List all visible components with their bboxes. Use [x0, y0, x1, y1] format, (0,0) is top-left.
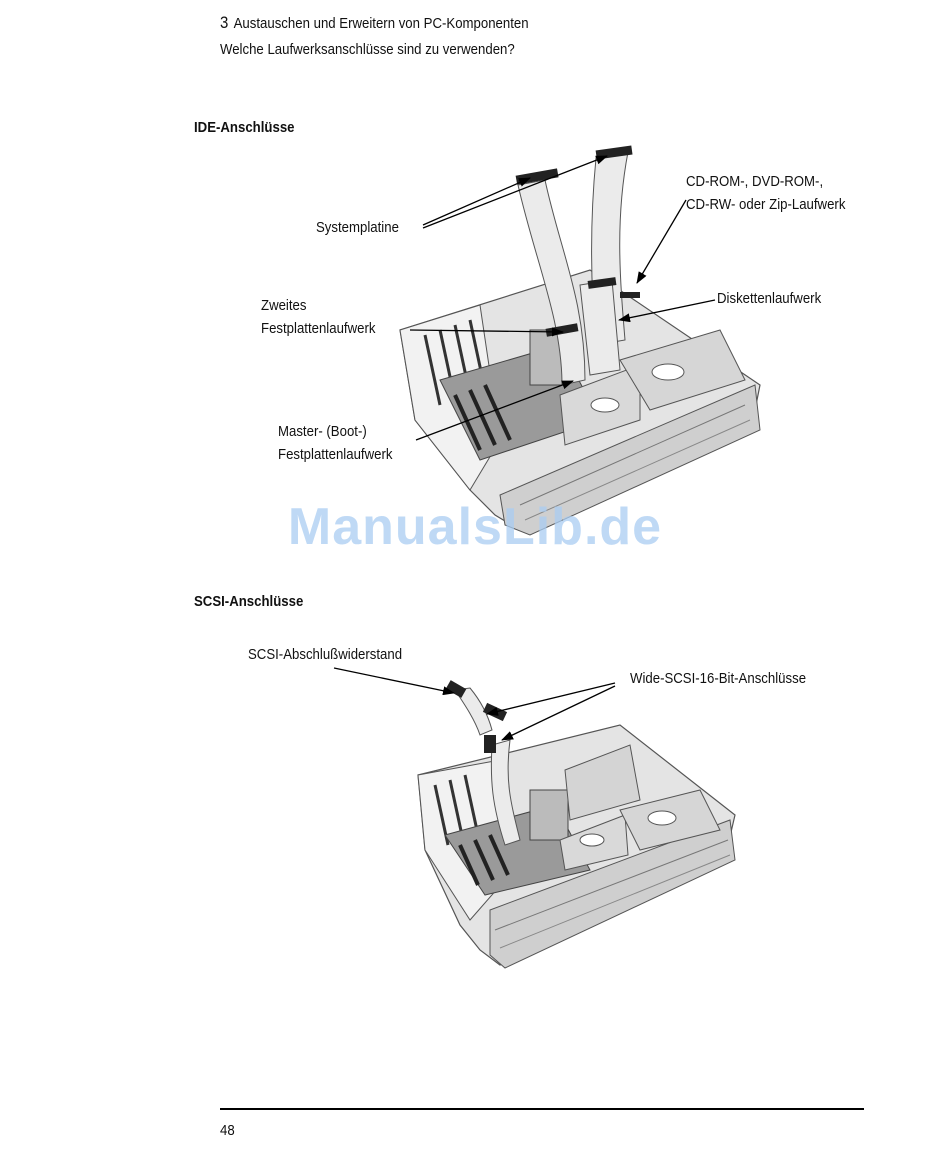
label-second-hdd: Zweites Festplattenlaufwerk: [261, 294, 375, 340]
label-master-hdd: Master- (Boot-) Festplattenlaufwerk: [278, 420, 392, 466]
footer-rule: [220, 1108, 864, 1110]
label-zweites-line2: Festplattenlaufwerk: [261, 320, 376, 337]
label-scsi-terminator: SCSI-Abschlußwiderstand: [248, 646, 403, 663]
label-cdrom-line1: CD-ROM-, DVD-ROM-,: [686, 173, 824, 190]
ide-heading: IDE-Anschlüsse: [194, 119, 295, 136]
label-cdrom-drive: CD-ROM-, DVD-ROM-, CD-RW- oder Zip-Laufw…: [686, 170, 845, 216]
label-floppy-drive: Diskettenlaufwerk: [717, 290, 822, 307]
scsi-computer-illustration: [417, 680, 736, 969]
section-title: Welche Laufwerksanschlüsse sind zu verwe…: [220, 41, 515, 58]
label-systemplatine: Systemplatine: [316, 219, 399, 236]
chapter-title: Austauschen und Erweitern von PC-Kompone…: [233, 15, 529, 32]
label-master-line2: Festplattenlaufwerk: [278, 446, 393, 463]
page-number: 48: [220, 1122, 235, 1139]
label-master-line1: Master- (Boot-): [278, 423, 367, 440]
label-zweites-line1: Zweites: [261, 297, 307, 314]
watermark: ManualsLib.de: [287, 498, 663, 556]
chapter-number: 3: [220, 13, 229, 32]
scsi-leader-lines: [333, 667, 616, 741]
label-cdrom-line2: CD-RW- oder Zip-Laufwerk: [686, 196, 846, 213]
ide-computer-illustration: [399, 145, 761, 536]
scsi-heading: SCSI-Anschlüsse: [194, 593, 304, 610]
label-wide-scsi-connectors: Wide-SCSI-16-Bit-Anschlüsse: [630, 670, 807, 687]
ide-leader-lines: [409, 155, 716, 441]
